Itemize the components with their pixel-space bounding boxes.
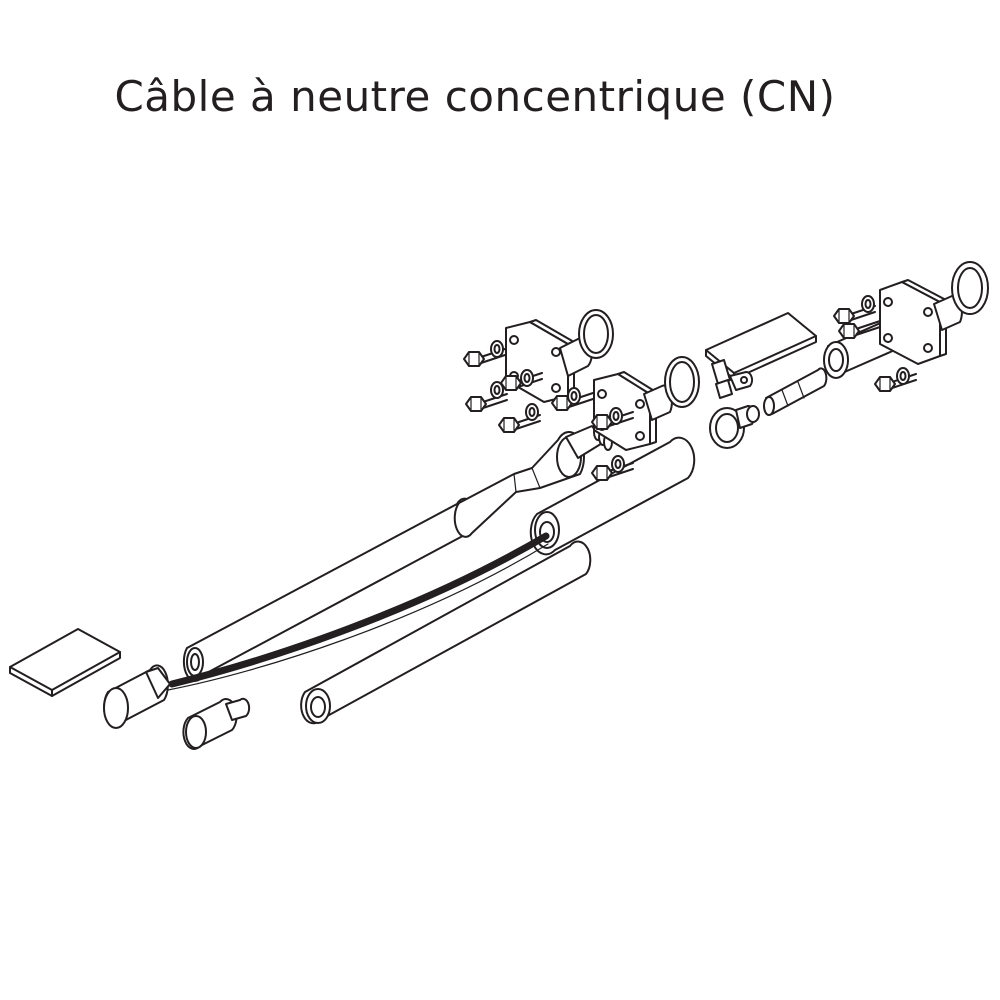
ground-lug-left <box>103 664 171 729</box>
mounting-flange-lower <box>593 371 673 451</box>
concentric-neutral-wires <box>167 532 550 691</box>
connector-pin <box>763 367 828 416</box>
connector-lugs <box>711 359 754 399</box>
stress-cone <box>453 431 585 538</box>
o-ring-upper-left <box>578 309 614 359</box>
o-ring-right <box>951 261 989 315</box>
diagram-title: Câble à neutre concentrique (CN) <box>114 72 836 121</box>
cable-end-cap <box>182 697 251 750</box>
neutral-sleeve-lower <box>300 540 592 725</box>
o-ring-lower-left <box>664 356 700 408</box>
insulating-plug <box>709 405 760 449</box>
mounting-flange-right <box>879 279 963 365</box>
tape-pad-left <box>9 628 121 697</box>
